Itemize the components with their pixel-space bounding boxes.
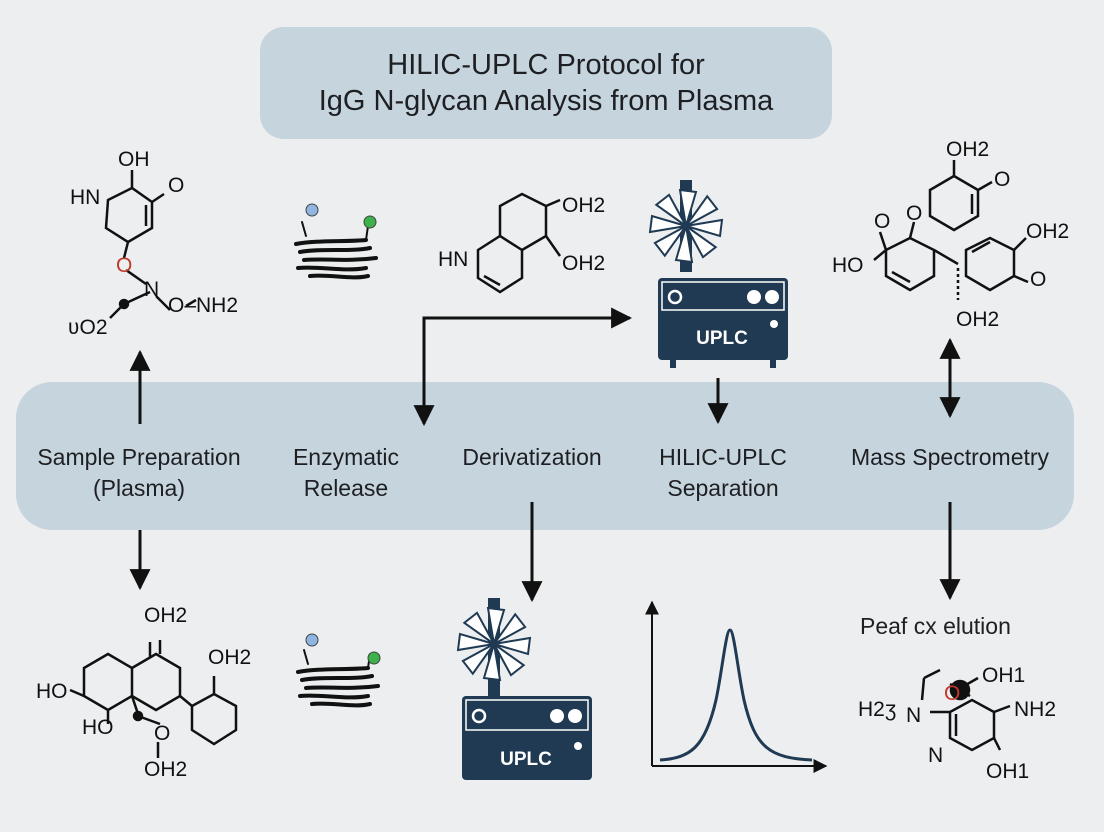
svg-text:O: O — [116, 254, 132, 277]
svg-text:OH2: OH2 — [956, 308, 999, 331]
svg-text:HO: HO — [36, 680, 68, 703]
svg-text:O: O — [874, 210, 890, 233]
glycan-blue-node — [305, 633, 319, 647]
svg-text:N: N — [144, 278, 159, 301]
stage-sublabel: Separation — [667, 475, 779, 501]
stage-sublabel: Release — [303, 475, 389, 501]
uplc-label-top: UPLC — [696, 328, 748, 349]
svg-text:OH2: OH2 — [946, 138, 989, 161]
molecule-top-right — [873, 160, 1029, 300]
stage-sample-preparation: Sample Preparation (Plasma) — [26, 442, 252, 504]
svg-text:O: O — [944, 682, 960, 705]
svg-text:OH2: OH2 — [1026, 220, 1069, 243]
svg-text:O: O — [994, 168, 1010, 191]
svg-text:OH2: OH2 — [562, 252, 605, 275]
svg-text:OH2: OH2 — [562, 194, 605, 217]
svg-text:ʋO2: ʋO2 — [68, 316, 108, 339]
molecule-bottom-right — [920, 668, 1011, 752]
svg-text:O: O — [154, 722, 170, 745]
svg-text:H2ʒ: H2ʒ — [858, 698, 896, 721]
stage-sublabel: (Plasma) — [92, 475, 185, 501]
svg-text:N: N — [906, 704, 921, 727]
molecule-bottom-left-labels: OH2 OH2 HO HO O OH2 — [36, 604, 251, 781]
svg-text:HN: HN — [438, 248, 468, 271]
stage-label: Derivatization — [462, 444, 602, 470]
stage-label: Enzymatic — [292, 444, 400, 470]
stage-derivatization: Derivatization — [448, 442, 616, 473]
svg-text:O–NH2: O–NH2 — [168, 294, 238, 317]
chromatogram — [645, 600, 828, 773]
uplc-instrument-bottom: UPLC — [457, 598, 592, 780]
stage-label: Mass Spectrometry — [850, 444, 1050, 470]
stage-label: Sample Preparation — [37, 444, 241, 470]
svg-text:N: N — [928, 744, 943, 767]
svg-text:NH2: NH2 — [1014, 698, 1056, 721]
stage-enzymatic-release: Enzymatic Release — [280, 442, 412, 504]
title-line-2: IgG N-glycan Analysis from Plasma — [318, 85, 774, 117]
molecule-top-left-labels: OH HN O O N O–NH2 ʋO2 — [68, 148, 238, 339]
glycan-green-node — [367, 651, 381, 665]
title-box: HILIC-UPLC Protocol for IgG N-glycan Ana… — [260, 27, 832, 139]
arrows — [129, 307, 961, 603]
stage-label: HILIC-UPLC — [659, 444, 787, 470]
svg-text:OH2: OH2 — [144, 604, 187, 627]
glycan-bottom — [296, 633, 381, 708]
title-line-1: HILIC-UPLC Protocol for — [387, 49, 705, 81]
stage-hilic-uplc-separation: HILIC-UPLC Separation — [648, 442, 798, 504]
svg-text:OH1: OH1 — [982, 664, 1025, 687]
svg-text:OH: OH — [118, 148, 150, 171]
svg-text:HO: HO — [832, 254, 864, 277]
molecule-top-right-labels: OH2 O O HO O OH2 O OH2 — [832, 138, 1069, 331]
svg-text:OH2: OH2 — [208, 646, 251, 669]
uplc-label-bottom: UPLC — [500, 749, 552, 770]
workflow-band — [16, 382, 1074, 530]
svg-text:O: O — [1030, 268, 1046, 291]
glycan-blue-node — [305, 203, 319, 217]
molecule-bottom-right-labels: O OH1 H2ʒ N NH2 N OH1 — [858, 664, 1056, 783]
glycan-green-node — [363, 215, 377, 229]
molecule-top-middle — [476, 192, 562, 294]
molecule-top-left — [104, 170, 197, 319]
svg-text:OH1: OH1 — [986, 760, 1029, 783]
uplc-instrument-top: UPLC — [649, 180, 788, 368]
svg-text:O: O — [906, 202, 922, 225]
peak-elution-label: Peaf cx elution — [860, 613, 1011, 639]
molecule-top-middle-labels: OH2 OH2 HN — [438, 194, 605, 275]
glycan-top — [294, 203, 378, 280]
arrow-enzymatic-to-uplc — [422, 307, 633, 424]
svg-text:HO: HO — [82, 716, 114, 739]
molecule-bottom-left — [69, 640, 238, 758]
svg-text:O: O — [168, 174, 184, 197]
stage-mass-spectrometry: Mass Spectrometry — [834, 442, 1066, 473]
svg-text:HN: HN — [70, 186, 100, 209]
svg-text:OH2: OH2 — [144, 758, 187, 781]
